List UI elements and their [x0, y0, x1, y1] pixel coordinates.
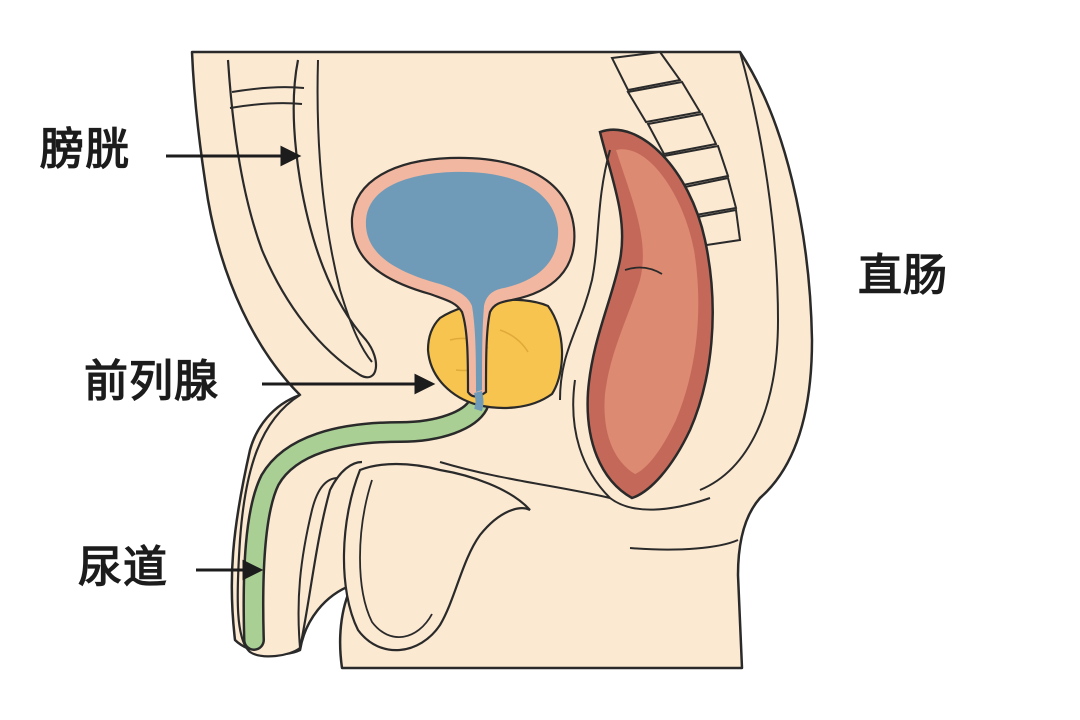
bladder-label: 膀胱: [40, 124, 130, 175]
bladder-neck-urethra: [474, 391, 484, 412]
rectum-wall-line-2: [559, 149, 611, 401]
penis: [236, 394, 363, 658]
bladder-lumen: [365, 171, 559, 392]
scrotum-inner: [359, 479, 433, 638]
leader-arrows: [166, 145, 436, 581]
prostate-arrowhead: [414, 373, 436, 395]
pubic-bone: [226, 59, 378, 379]
prostate: [426, 298, 564, 410]
urethra-fill: [244, 396, 487, 649]
sacrum-vertebrae: [610, 50, 742, 248]
prostate-label: 前列腺: [84, 356, 219, 407]
scrotum: [342, 462, 531, 652]
abdominal-line: [316, 59, 373, 363]
posterior-line: [699, 51, 780, 491]
urethra-arrowhead: [242, 559, 264, 581]
rectum-fold: [624, 266, 663, 275]
rectum-inner: [604, 149, 699, 474]
bladder-arrowhead: [280, 145, 302, 167]
perineum-line: [439, 461, 739, 551]
rectum-label: 直肠: [858, 250, 948, 301]
urethra-label: 尿道: [78, 542, 168, 593]
pubic-bone-inner: [229, 86, 305, 109]
penis-glans: [297, 477, 339, 649]
